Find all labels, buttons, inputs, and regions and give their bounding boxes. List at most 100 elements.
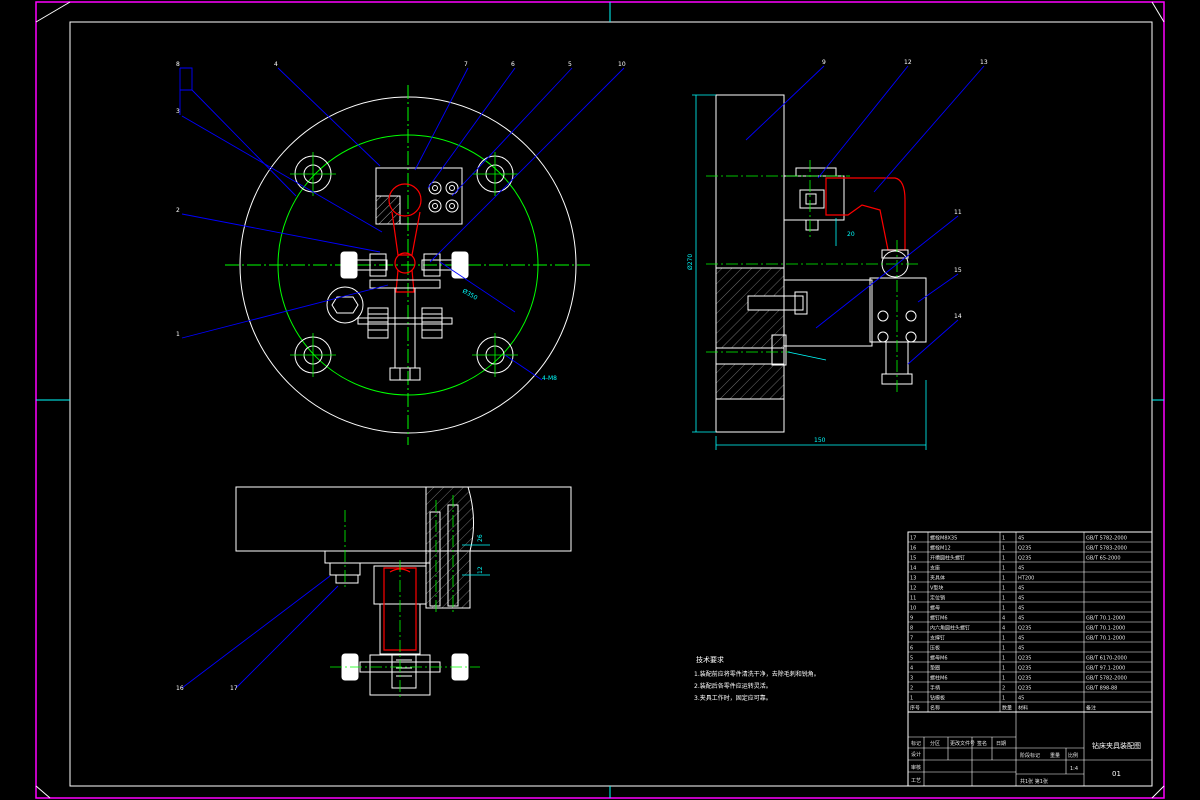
label-13: 13 (980, 59, 988, 66)
bom-cell-qty: 1 (1002, 556, 1005, 562)
workpiece-outline (388, 183, 422, 293)
bottom-dim-lines (462, 544, 490, 576)
bom-cell-name: 螺钉M6 (930, 615, 948, 622)
handles (340, 251, 469, 279)
bom-cell-material: Q235 (1018, 676, 1031, 682)
inner-frame (69, 21, 1153, 787)
dim-bottom-a: 26 (477, 534, 484, 542)
side-base (715, 94, 785, 433)
bom-cell-name: 夹具体 (930, 575, 945, 582)
tb-mark: 标记 (911, 740, 921, 747)
bom-cell-standard: GB/T 5782-2000 (1086, 536, 1127, 542)
bom-cell-no: 15 (910, 556, 916, 562)
label-8: 8 (176, 61, 180, 68)
centering-marks (36, 2, 1164, 798)
label-5: 5 (568, 61, 572, 68)
bom-cell-name: 开槽圆柱头螺钉 (930, 555, 965, 562)
side-bolt-head (794, 291, 808, 315)
bom-cell-material: 45 (1018, 696, 1024, 702)
side-arm (783, 279, 873, 347)
label-6: 6 (511, 61, 515, 68)
bom-cell-material: 45 (1018, 636, 1024, 642)
tb-date: 日期 (996, 741, 1006, 747)
label-1: 1 (176, 331, 180, 338)
bom-cell-name: V型块 (930, 585, 943, 592)
label-11: 11 (954, 209, 962, 216)
bom-cell-qty: 1 (1002, 536, 1005, 542)
side-leaders (745, 65, 985, 365)
tb-process: 工艺 (911, 778, 921, 784)
side-pin (771, 334, 787, 366)
bom-cell-qty: 1 (1002, 646, 1005, 652)
bom-cell-qty: 1 (1002, 596, 1005, 602)
bottom-view: 26 12 16 17 (176, 486, 572, 700)
bom-header-name: 名称 (930, 705, 940, 712)
bom-cell-no: 10 (910, 606, 916, 612)
bom-cell-name: 螺柱M6 (930, 675, 948, 682)
tech-requirements: 技术要求 1.装配前应将零件清洗干净，去除毛刺和锐角。 2.装配后各零件应运转灵… (694, 655, 820, 702)
bom-cell-name: 支座 (930, 565, 940, 572)
bolt-hole-centers (290, 152, 518, 377)
label-16: 16 (176, 685, 184, 692)
side-leader-labels: 9 12 13 11 15 14 (822, 59, 988, 320)
bom-cell-no: 2 (910, 686, 913, 692)
tb-drawing-title: 钻床夹具装配图 (1092, 741, 1141, 750)
bom-cell-no: 14 (910, 566, 916, 572)
dim-side-height: Ø270 (687, 254, 694, 270)
bom-cell-no: 1 (910, 696, 913, 702)
side-workpiece (825, 177, 906, 251)
dim-front-bolts: 4-M8 (542, 375, 557, 382)
bom-cell-qty: 1 (1002, 676, 1005, 682)
bottom-section-hatch (425, 486, 475, 609)
bom-cell-no: 9 (910, 616, 913, 622)
bom-cell-standard: GB/T 70.1-2000 (1086, 616, 1125, 622)
tb-zone: 分区 (930, 740, 940, 747)
tb-change-doc: 更改文件号 (950, 740, 975, 747)
bom-cell-qty: 1 (1002, 576, 1005, 582)
tech-title: 技术要求 (696, 655, 724, 664)
outer-frame (35, 1, 1165, 799)
side-view: Ø270 150 20 9 12 13 11 15 14 (687, 59, 988, 450)
bom-cell-qty: 1 (1002, 666, 1005, 672)
bom-cell-name: 螺母 (930, 605, 940, 612)
label-3: 3 (176, 108, 180, 115)
bom-cell-standard: GB/T 6170-2000 (1086, 656, 1127, 662)
bom-cell-qty: 1 (1002, 656, 1005, 662)
bom-cell-qty: 1 (1002, 636, 1005, 642)
bom-cell-standard: GB/T 898-88 (1086, 686, 1117, 692)
tb-weight: 重量 (1050, 752, 1060, 759)
bom-cell-material: Q235 (1018, 686, 1031, 692)
bom-cell-material: Q235 (1018, 556, 1031, 562)
bom-cell-name: 螺母M6 (930, 655, 948, 662)
bom-cell-no: 13 (910, 576, 916, 582)
label-12: 12 (904, 59, 912, 66)
bom-cell-qty: 1 (1002, 586, 1005, 592)
tech-line-1: 1.装配前应将零件清洗干净，去除毛刺和锐角。 (694, 670, 820, 678)
lower-clamp (357, 279, 453, 381)
label-10: 10 (618, 61, 626, 68)
hex-nut (326, 286, 364, 324)
bom-cell-name: 压板 (930, 645, 940, 652)
tb-ratio: 比例 (1068, 752, 1078, 759)
bom-cell-name: 定位销 (930, 595, 945, 602)
bom-cell-qty: 1 (1002, 566, 1005, 572)
bom-cell-material: HT200 (1018, 576, 1034, 582)
bom-cell-no: 3 (910, 676, 913, 682)
bom-cell-material: Q235 (1018, 666, 1031, 672)
bom-header-no: 序号 (910, 705, 920, 712)
bom-cell-material: Q235 (1018, 546, 1031, 552)
bom-cell-qty: 1 (1002, 546, 1005, 552)
bom-cell-name: 螺栓M8X35 (930, 535, 957, 542)
bom-cell-material: 45 (1018, 596, 1024, 602)
bom-header-qty: 数量 (1002, 705, 1012, 712)
corner-marks (35, 1, 1165, 799)
tb-scale: 1:4 (1070, 766, 1078, 772)
label-2: 2 (176, 207, 180, 214)
front-leader-labels: 8 4 3 2 1 7 6 5 10 (176, 61, 626, 338)
bom-cell-qty: 4 (1002, 616, 1005, 622)
bom-cell-no: 17 (910, 536, 916, 542)
bom-header-material: 材料 (1018, 705, 1028, 712)
bom-cell-standard: GB/T 70.1-2000 (1086, 626, 1125, 632)
label-14: 14 (954, 313, 962, 320)
